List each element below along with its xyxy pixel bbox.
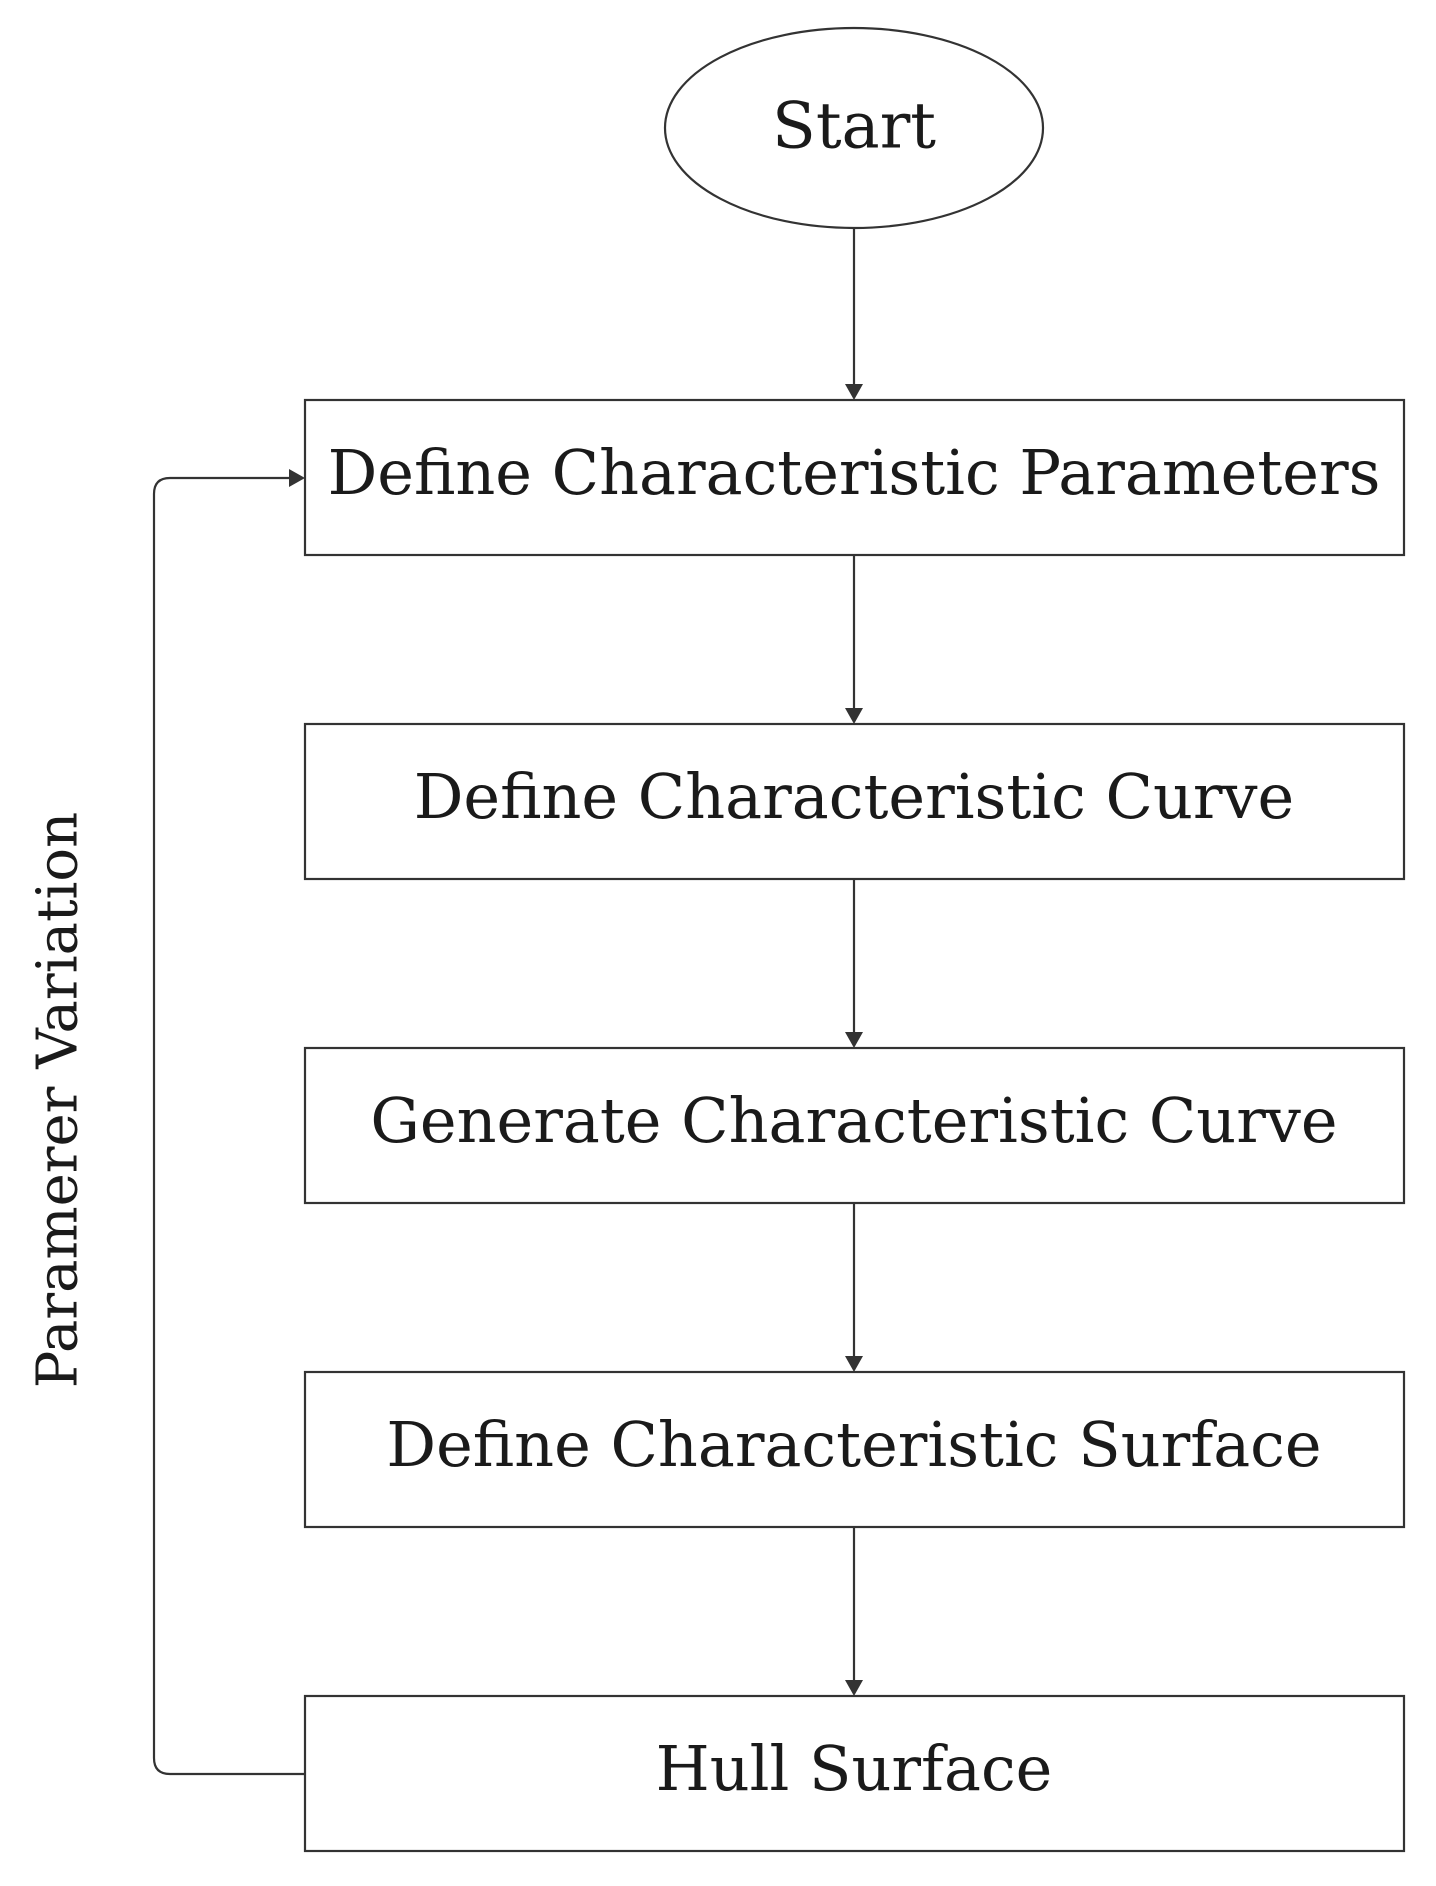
arrow-define-surface-to-hull-surface [845,1527,863,1696]
step-define-parameters-label: Define Characteristic Parameters [328,436,1381,509]
step-define-curve-label: Define Characteristic Curve [414,760,1295,833]
arrow-generate-curve-to-define-surface [845,1203,863,1372]
parameter-variation-label: Paramerer Variation [26,812,91,1388]
step-define-surface-label: Define Characteristic Surface [386,1408,1321,1481]
feedback-loop-arrow [152,469,305,1776]
start-node: Start [663,26,1045,230]
step-hull-surface-label: Hull Surface [656,1732,1053,1805]
step-generate-curve-label: Generate Characteristic Curve [370,1084,1337,1157]
step-generate-curve: Generate Characteristic Curve [303,1046,1406,1205]
arrow-start-to-parameters [845,228,863,400]
arrow-parameters-to-define-curve [845,555,863,724]
step-define-curve: Define Characteristic Curve [303,722,1406,881]
arrow-define-curve-to-generate-curve [845,879,863,1048]
start-label: Start [772,90,936,164]
step-hull-surface: Hull Surface [303,1694,1406,1853]
step-define-parameters: Define Characteristic Parameters [303,398,1406,557]
step-define-surface: Define Characteristic Surface [303,1370,1406,1529]
